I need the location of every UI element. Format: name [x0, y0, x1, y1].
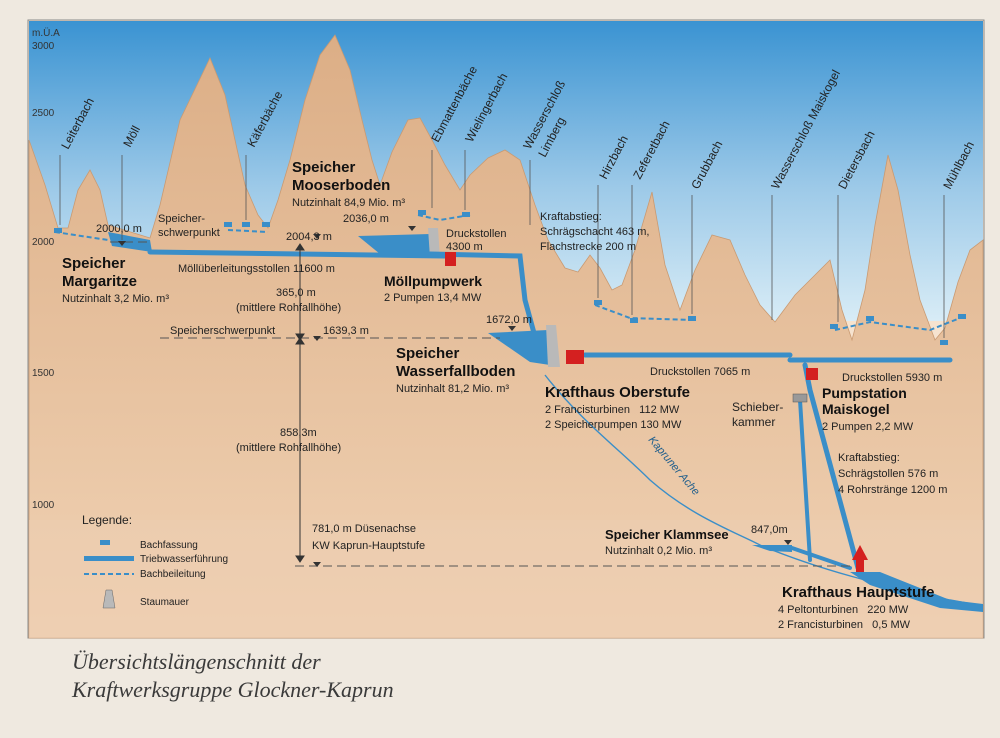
moellpumpwerk-name: Möllpumpwerk: [384, 273, 482, 289]
schwerpunkt-lower-label: Speicherschwerpunkt: [170, 325, 275, 337]
level-markers: [118, 226, 792, 567]
margaritze-name-2: Margaritze: [62, 273, 137, 290]
legend-triebwasser-swatch: [84, 556, 134, 561]
druckstollen-right-label: Druckstollen 5930 m: [842, 372, 942, 384]
wasserfallboden-capacity: Nutzinhalt 81,2 Mio. m³: [396, 383, 509, 395]
caption-line-2: Kraftwerksgruppe Glockner-Kaprun: [72, 677, 394, 702]
hauptstufe-name: Krafthaus Hauptstufe: [782, 584, 935, 601]
drop-upper-note: (mittlere Rohfallhöhe): [236, 302, 341, 314]
legend-staumauer: Staumauer: [140, 597, 190, 608]
axis-tick-3000: 3000: [32, 41, 55, 52]
schwerpunkt-upper-1: Speicher-: [158, 213, 205, 225]
pumpstation-name-1: Pumpstation: [822, 385, 907, 401]
axis-tick-1500: 1500: [32, 368, 55, 379]
klammsee-name: Speicher Klammsee: [605, 527, 729, 542]
rock-shade: [29, 520, 983, 638]
schwerpunkt-upper-2: schwerpunkt: [158, 227, 220, 239]
pumpstation-detail: 2 Pumpen 2,2 MW: [822, 421, 914, 433]
kraftabstieg-lower-1: Schrägstollen 576 m: [838, 468, 938, 480]
tailwater-hauptstufe: [850, 572, 983, 612]
building-krafthaus-hauptstufe: [852, 545, 868, 572]
elevation-axis: m.Ü.A 3000 2500 2000 1500 1000: [32, 27, 60, 511]
moell-tunnel-line: [147, 249, 448, 259]
moellpumpwerk-detail: 2 Pumpen 13,4 MW: [384, 292, 482, 304]
druckstollen-upper-line: [427, 251, 543, 358]
wasserfallboden-name-1: Speicher: [396, 345, 460, 362]
schieberkammer-2: kammer: [732, 415, 775, 429]
margaritze-level: 2000,0 m: [96, 223, 142, 235]
stream-feeders: [54, 214, 961, 332]
pumpstation-name-2: Maiskogel: [822, 401, 890, 417]
axis-tick-1000: 1000: [32, 500, 55, 511]
mooserboden-name-1: Speicher: [292, 159, 356, 176]
kraftabstieg-lower-title: Kraftabstieg:: [838, 452, 900, 464]
drop-upper-value: 365,0 m: [276, 287, 316, 299]
oberstufe-name: Krafthaus Oberstufe: [545, 384, 690, 401]
schwerpunkt-upper-level: 2004,3 m: [286, 231, 332, 243]
legend-triebwasser: Triebwasserführung: [140, 554, 228, 565]
legend-bachfassung-swatch: [100, 540, 110, 545]
schieberkammer-symbol: [792, 393, 808, 403]
kraftabstieg-upper-1: Schrägschacht 463 m,: [540, 226, 649, 238]
legend-title: Legende:: [82, 513, 132, 527]
mooserboden-capacity: Nutzinhalt 84,9 Mio. m³: [292, 197, 405, 209]
schieberkammer-line: [798, 398, 812, 562]
legend-staumauer-swatch: [102, 589, 116, 609]
legend-bachfassung: Bachfassung: [140, 540, 198, 551]
kraftabstieg-upper-title: Kraftabstieg:: [540, 211, 602, 223]
drop-lower-value: 858,3m: [280, 427, 317, 439]
oberstufe-line-2: 2 Speicherpumpen 130 MW: [545, 419, 682, 431]
klammsee-line: [790, 546, 852, 570]
druckstollen-mid-label: Druckstollen 7065 m: [650, 366, 750, 378]
oberstufe-line-1: 2 Francisturbinen 112 MW: [545, 404, 680, 416]
reservoir-mooserboden: [358, 234, 430, 256]
axis-tick-2000: 2000: [32, 237, 55, 248]
legend: Legende: Bachfassung Triebwasserführung …: [82, 513, 228, 609]
axis-unit: m.Ü.A: [32, 27, 60, 39]
mooserboden-name-2: Mooserboden: [292, 177, 390, 194]
druckstollen-upper-2: 4300 m: [446, 241, 483, 253]
intake-markers: [54, 210, 966, 345]
margaritze-name-1: Speicher: [62, 255, 126, 272]
drop-lower-note: (mittlere Rohfallhöhe): [236, 442, 341, 454]
moell-tunnel-label: Möllüberleitungsstollen 11600 m: [178, 263, 335, 275]
klammsee-capacity: Nutzinhalt 0,2 Mio. m³: [605, 545, 712, 557]
hauptstufe-line-1: 4 Peltonturbinen 220 MW: [778, 604, 909, 616]
duesenachse-2: KW Kaprun-Hauptstufe: [312, 540, 425, 552]
wasserfallboden-name-2: Wasserfallboden: [396, 363, 515, 380]
figure-caption: Übersichtslängenschnitt der Kraftwerksgr…: [72, 648, 394, 704]
building-pumpstation-maiskogel: [806, 368, 818, 380]
wasserfallboden-level: 1672,0 m: [486, 314, 532, 326]
dam-wasserfallboden: [546, 325, 560, 367]
caption-line-1: Übersichtslängenschnitt der: [72, 649, 321, 674]
dimension-lines: [295, 243, 305, 563]
stream-leader-lines: [59, 150, 945, 338]
legend-bachbeileitung: Bachbeileitung: [140, 569, 206, 580]
building-krafthaus-oberstufe: [566, 350, 584, 364]
schwerpunkt-lower-level: 1639,3 m: [323, 325, 369, 337]
building-moellpumpwerk: [445, 252, 456, 266]
mooserboden-level: 2036,0 m: [343, 213, 389, 225]
kraftabstieg-upper-2: Flachstrecke 200 m: [540, 241, 636, 253]
axis-tick-2500: 2500: [32, 108, 55, 119]
druckstollen-upper-1: Druckstollen: [446, 228, 507, 240]
duesenachse-1: 781,0 m Düsenachse: [312, 523, 416, 535]
reference-lines: [110, 241, 850, 567]
margaritze-capacity: Nutzinhalt 3,2 Mio. m³: [62, 293, 169, 305]
klammsee-level: 847,0m: [751, 524, 788, 536]
dam-mooserboden: [428, 228, 440, 258]
kraftabstieg-lower-2: 4 Rohrstränge 1200 m: [838, 484, 947, 496]
schieberkammer-1: Schieber-: [732, 400, 783, 414]
reservoir-klammsee: [752, 545, 792, 552]
hauptstufe-line-2: 2 Francisturbinen 0,5 MW: [778, 619, 911, 631]
